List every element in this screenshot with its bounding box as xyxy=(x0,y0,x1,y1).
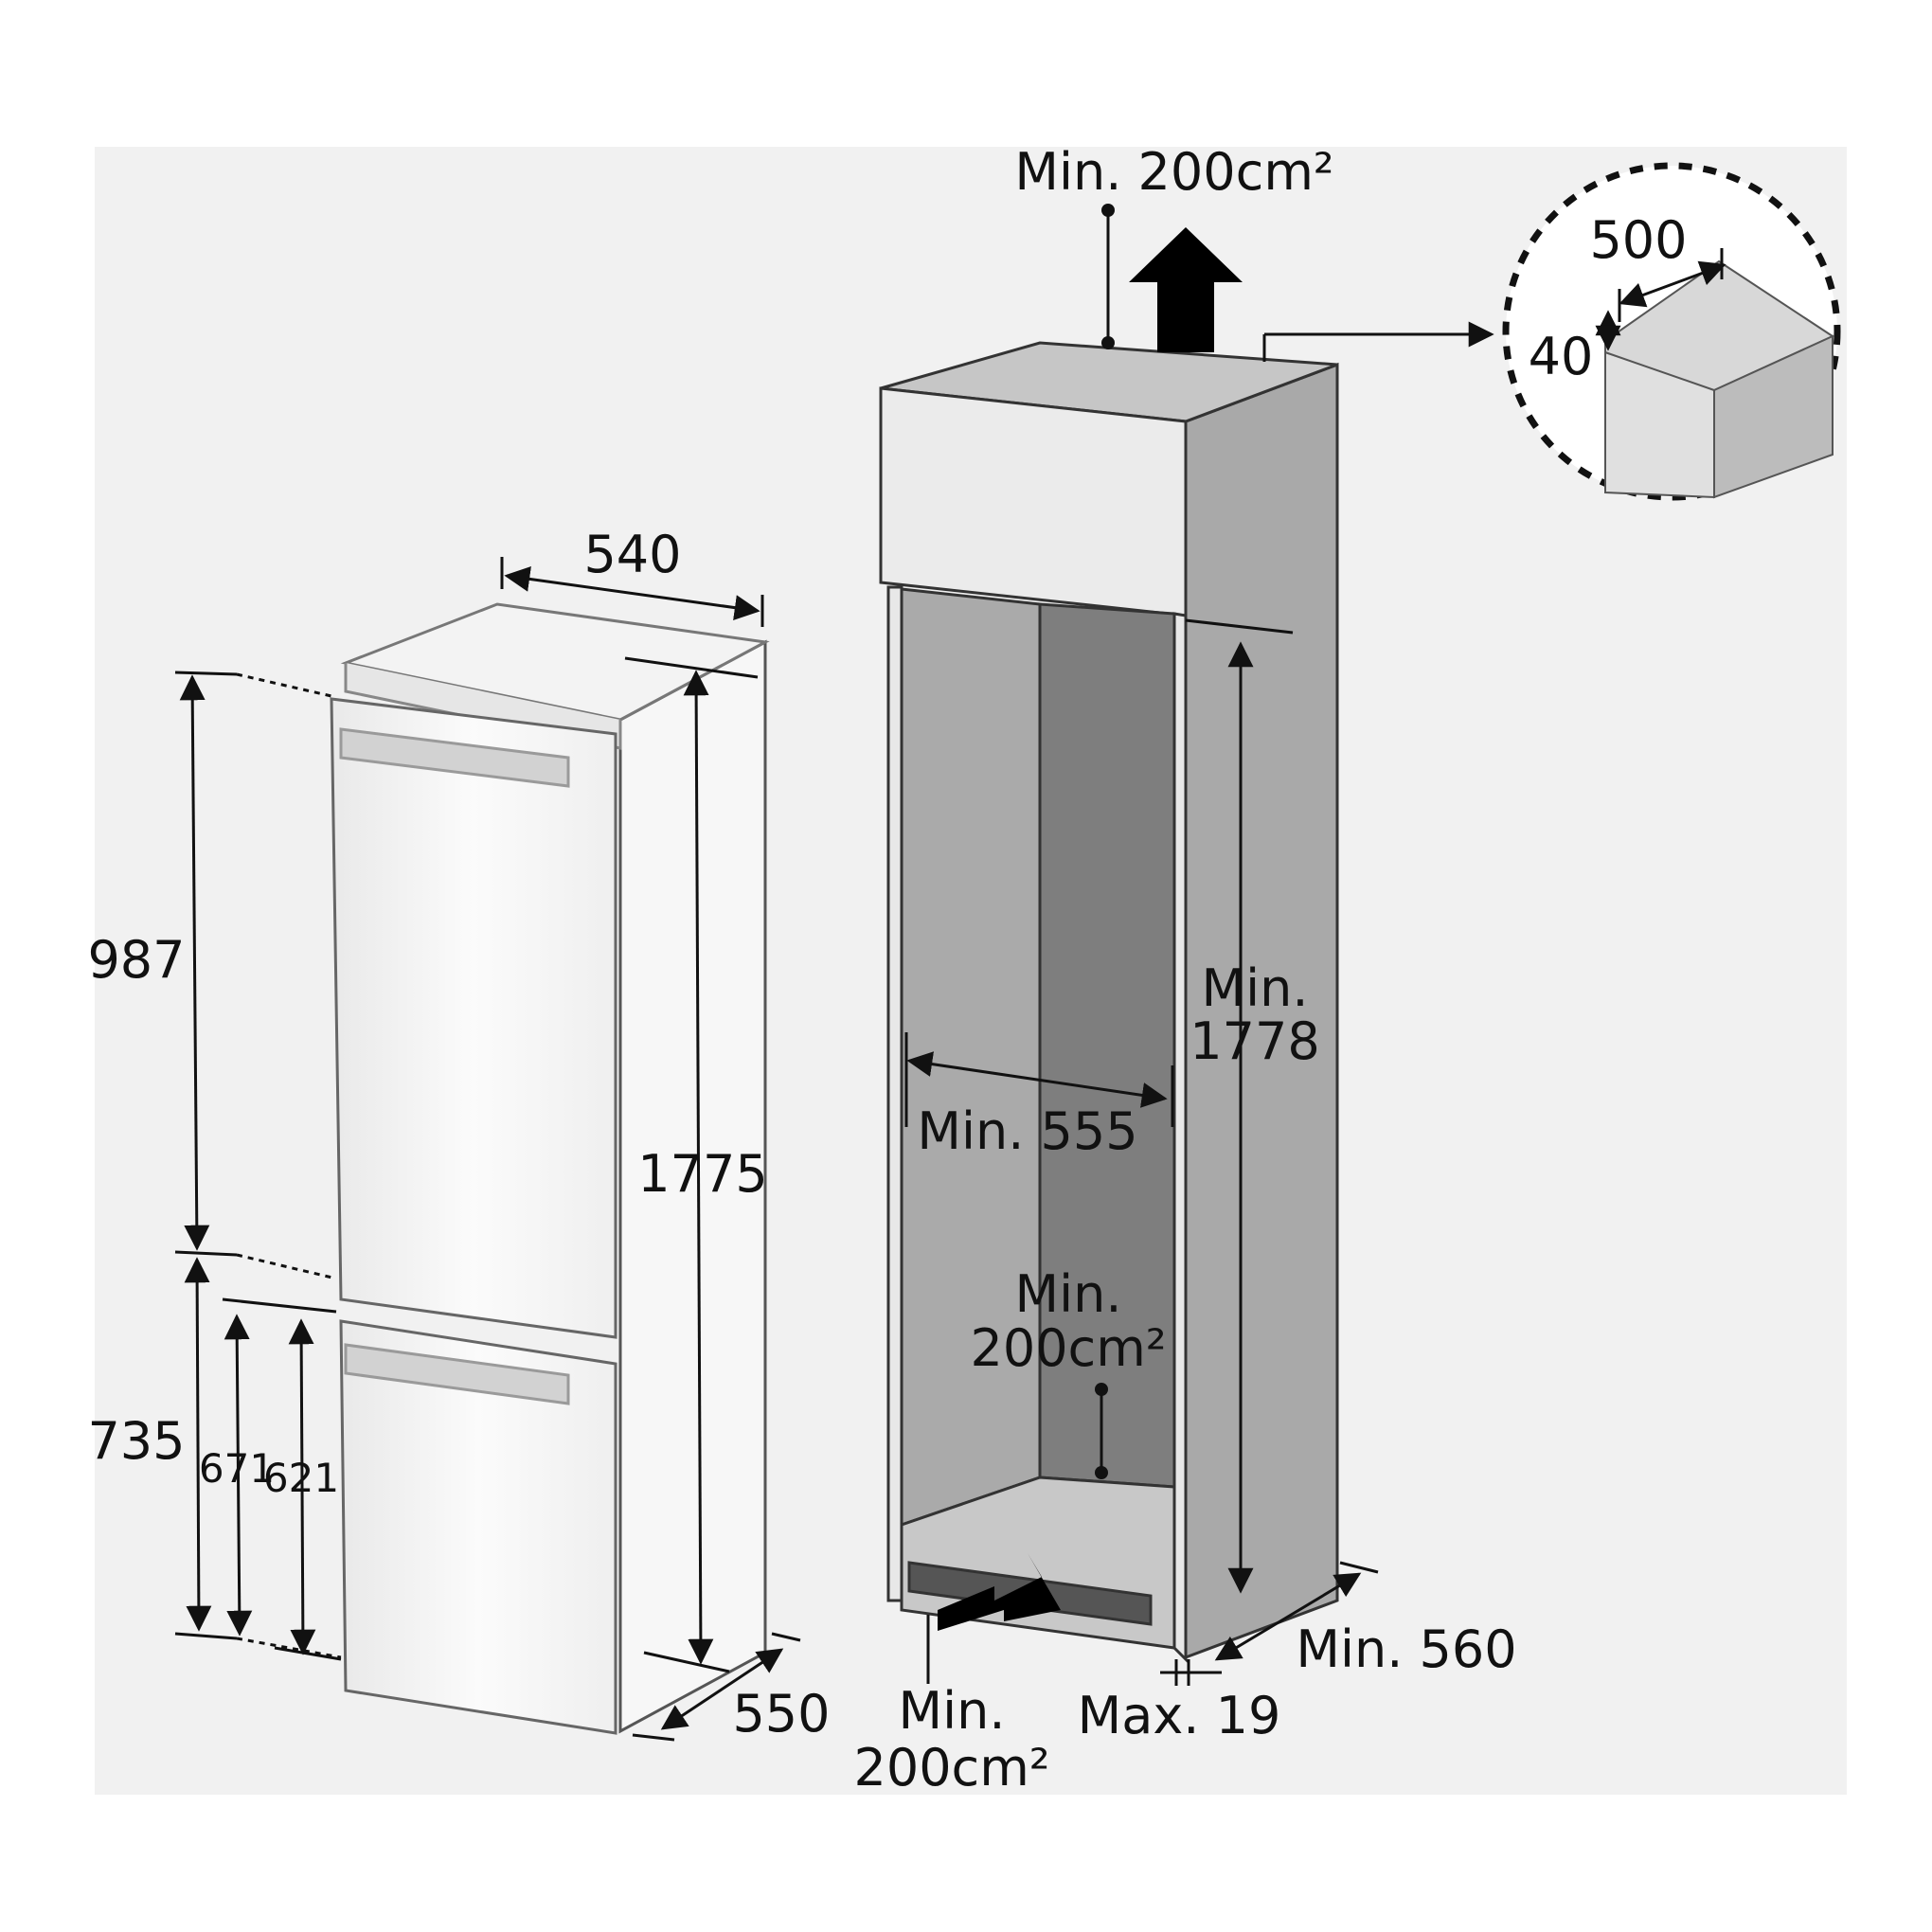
interior-height-label-line1: Min. xyxy=(1202,958,1309,1018)
rear-vent-dot xyxy=(1095,1383,1108,1396)
cabinet-interior-left-wall xyxy=(900,587,1042,1528)
bottom-vent-label-line1: Min. xyxy=(899,1681,1006,1741)
interior-height-label-line2: 1778 xyxy=(1190,1011,1319,1071)
fridge-lower-inner-2-label: 621 xyxy=(263,1455,339,1501)
rear-vent-label-line2: 200cm² xyxy=(970,1318,1166,1378)
fridge-depth-label: 550 xyxy=(732,1684,830,1744)
detail-callout: 500 40 xyxy=(1502,162,1841,501)
side-thickness-label: Max. 19 xyxy=(1078,1686,1281,1745)
fridge-lower-door xyxy=(339,1319,617,1735)
air-out-arrow xyxy=(1129,227,1243,352)
fridge-height-label: 1775 xyxy=(637,1144,767,1204)
fridge-lower-inner-1-label: 671 xyxy=(199,1445,275,1492)
rear-vent-label-line1: Min. xyxy=(1015,1264,1122,1324)
fridge-upper-door xyxy=(330,697,617,1339)
cabinet-drawing xyxy=(879,341,1339,1663)
fridge-width-label: 540 xyxy=(583,525,681,584)
bottom-vent-label-line2: 200cm² xyxy=(853,1738,1049,1798)
cabinet-left-edge xyxy=(886,585,903,1602)
top-vent-label: Min. 200cm² xyxy=(1014,142,1333,202)
fridge-dimension-lines xyxy=(174,557,801,1742)
upper-door-handle xyxy=(339,727,570,788)
fridge-upper-height-label: 987 xyxy=(87,930,185,990)
cabinet-depth-label: Min. 560 xyxy=(1296,1619,1516,1679)
cabinet-dimension-lines xyxy=(904,213,1494,1686)
detail-width-label: 500 xyxy=(1589,210,1687,270)
detail-height-label: 40 xyxy=(1529,327,1594,386)
interior-width-label: Min. 555 xyxy=(917,1101,1137,1161)
cabinet-top-panel xyxy=(879,386,1188,617)
fridge-lower-height-label: 735 xyxy=(87,1411,185,1471)
top-vent-dot xyxy=(1101,204,1115,217)
detail-panel-side xyxy=(1713,334,1834,499)
lower-door-handle xyxy=(344,1343,570,1405)
rear-vent-anchor-dot xyxy=(1095,1466,1108,1479)
top-vent-anchor-dot xyxy=(1101,336,1115,349)
air-in-arrow xyxy=(938,1553,1061,1631)
